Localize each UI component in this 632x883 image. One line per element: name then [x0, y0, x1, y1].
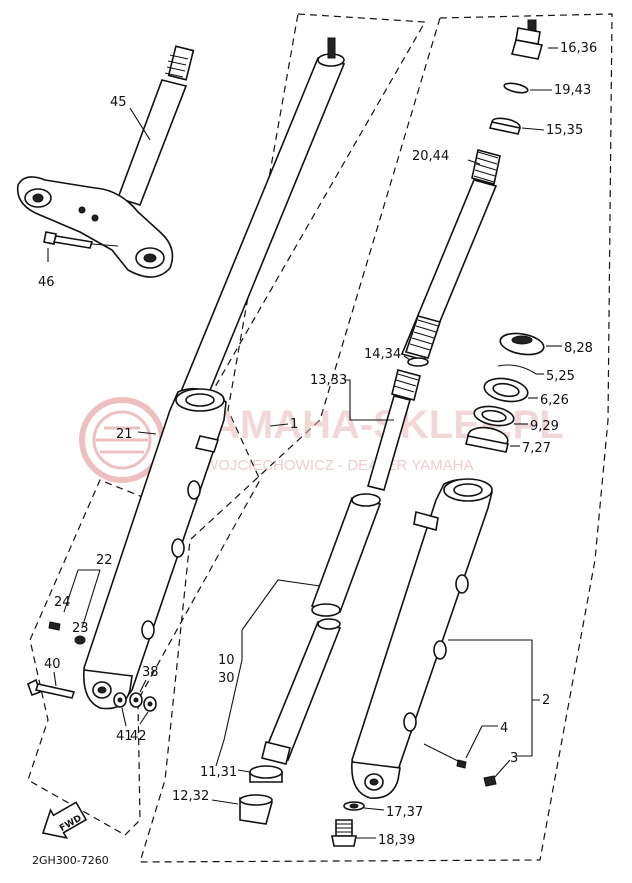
callout-13-33: 13,33	[310, 373, 347, 388]
piston-ring	[249, 765, 283, 783]
oil-lock-piece	[239, 794, 274, 825]
right-fork-boundary	[139, 13, 613, 863]
oil-seal	[483, 377, 529, 403]
callout-23: 23	[72, 621, 89, 636]
stopper-ring	[497, 364, 537, 375]
leader-45	[129, 107, 151, 141]
leader-10-30	[215, 579, 321, 767]
callout-19-43: 19,43	[554, 83, 591, 98]
under-bracket	[16, 176, 174, 278]
leader-21	[137, 431, 157, 435]
leader-1	[269, 423, 289, 427]
leader-12-32	[211, 799, 239, 805]
washer-38	[129, 692, 143, 708]
nut-42	[143, 696, 157, 712]
leader-41	[121, 707, 127, 727]
o-ring	[503, 82, 529, 94]
bolt-18	[331, 819, 357, 847]
leader-22	[63, 569, 101, 629]
callout-12-32: 12,32	[172, 789, 209, 804]
callout-20-44: 20,44	[412, 149, 449, 164]
callout-18-39: 18,39	[378, 833, 415, 848]
pinch-bolt	[43, 231, 119, 249]
callout-8-28: 8,28	[564, 341, 593, 356]
axle-bolt-40	[27, 678, 76, 699]
callout-14-34: 14,34	[364, 347, 401, 362]
damper-rod	[367, 315, 442, 491]
callout-46: 46	[38, 275, 55, 290]
drain-screw-24	[48, 621, 61, 631]
washer-41	[113, 692, 127, 708]
washer-23	[74, 635, 86, 645]
leader-20-44	[467, 159, 481, 165]
callout-17-37: 17,37	[386, 805, 423, 820]
leader-38	[139, 679, 147, 693]
left-outer-tube	[83, 387, 227, 710]
callout-10: 10	[218, 653, 235, 668]
callout-22: 22	[96, 553, 113, 568]
leader-14-34	[403, 355, 411, 361]
watermark-logo	[79, 397, 165, 483]
left-inner-tube	[178, 37, 346, 401]
callout-21: 21	[116, 427, 133, 442]
washer-3	[483, 775, 497, 787]
forward-arrow: FWD	[41, 801, 88, 839]
callout-24: 24	[54, 595, 71, 610]
callout-1: 1	[290, 417, 298, 432]
callout-2: 2	[542, 693, 550, 708]
callout-11-31: 11,31	[200, 765, 237, 780]
leader-17-37	[363, 807, 385, 811]
leader-4	[423, 725, 498, 763]
right-outer-tube	[351, 478, 493, 799]
callout-41: 41	[116, 729, 133, 744]
callout-16-36: 16,36	[560, 41, 597, 56]
callout-4: 4	[500, 721, 508, 736]
steering-stem	[116, 45, 195, 206]
fork-spring	[400, 149, 501, 361]
right-inner-tube	[310, 493, 382, 617]
callout-6-26: 6,26	[540, 393, 569, 408]
spacer	[488, 117, 522, 135]
callout-42: 42	[130, 729, 147, 744]
leader-15-35	[521, 127, 545, 131]
cap-bolt	[510, 19, 544, 60]
slide-metal	[465, 426, 509, 453]
leader-2	[448, 639, 540, 757]
callout-45: 45	[110, 95, 127, 110]
copper-washer	[343, 801, 365, 811]
leader-13-33	[344, 379, 394, 421]
callout-5-25: 5,25	[546, 369, 575, 384]
damper-rod-seat	[261, 618, 342, 765]
leader-3	[493, 759, 511, 779]
callout-15-35: 15,35	[546, 123, 583, 138]
callout-3: 3	[510, 751, 518, 766]
leader-11-31	[237, 769, 251, 773]
callout-7-27: 7,27	[522, 441, 551, 456]
callout-40: 40	[44, 657, 61, 672]
dust-seal	[499, 332, 545, 356]
callout-38: 38	[142, 665, 159, 680]
leader-40	[53, 671, 57, 687]
washer-9	[473, 405, 515, 427]
callout-30: 30	[218, 671, 235, 686]
diagram-code: 2GH300-7260	[32, 854, 109, 867]
leader-42	[139, 711, 149, 725]
watermark-dealer: WOJCIECHOWICZ - DEALER YAMAHA	[204, 457, 473, 474]
callout-9-29: 9,29	[530, 419, 559, 434]
